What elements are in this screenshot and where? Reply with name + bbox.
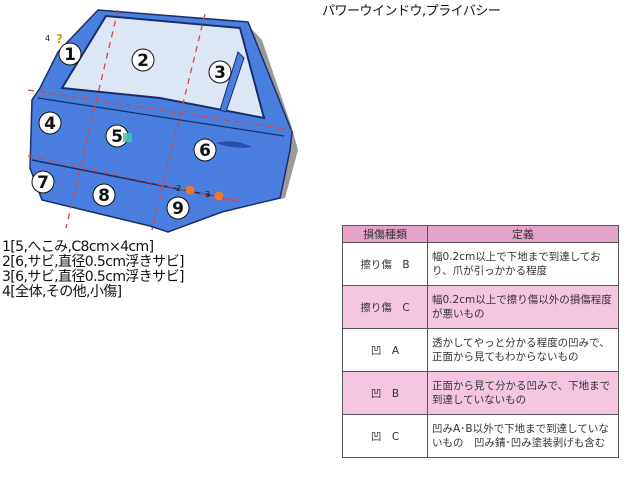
note-item: 3[6,サビ,直径0.5cm浮きサビ] bbox=[2, 269, 184, 285]
damage-marker-orange bbox=[185, 185, 195, 195]
damage-marker-green bbox=[123, 133, 132, 142]
area-8: 8 bbox=[92, 183, 116, 207]
window-pillar bbox=[219, 51, 245, 113]
damage-marker-orange bbox=[214, 191, 224, 201]
svg-text:2: 2 bbox=[137, 51, 149, 71]
area-labels: 1 2 3 4 5 6 7 8 9 bbox=[31, 42, 232, 220]
page-title: パワーウインドウ,プライバシー bbox=[322, 4, 501, 19]
note-item: 1[5,へこみ,C8cm×4cm] bbox=[2, 239, 154, 255]
table-row: 凹 B 正面から見て分かる凹みで、下地まで到達していないもの bbox=[342, 371, 619, 415]
window-glass bbox=[60, 14, 266, 120]
table-row: 擦り傷 C 幅0.2cm以上で擦り傷以外の損傷程度が悪いもの bbox=[342, 285, 619, 329]
header-type: 損傷種類 bbox=[342, 225, 428, 243]
marker-3-label: 3 bbox=[205, 190, 210, 199]
table-row: 擦り傷 B 幅0.2cm以上で下地まで到達しており、爪が引っかかる程度 bbox=[342, 242, 619, 286]
table-header: 損傷種類 定義 bbox=[342, 225, 619, 243]
svg-text:1: 1 bbox=[64, 45, 76, 65]
area-4: 4 bbox=[38, 111, 62, 135]
table-row: 凹 C 凹みA･B以外で下地まで到達していないもの 凹み錆･凹み塗装剥げも含む bbox=[342, 414, 619, 458]
area-9: 9 bbox=[166, 196, 190, 220]
svg-text:5: 5 bbox=[111, 127, 123, 147]
marker-2-label: 2 bbox=[176, 184, 181, 193]
svg-text:8: 8 bbox=[98, 186, 110, 206]
table-row: 凹 A 透かしてやっと分かる程度の凹みで、正面から見てもわからないもの bbox=[342, 328, 619, 372]
svg-text:4: 4 bbox=[44, 114, 56, 134]
question-mark-icon: ? bbox=[56, 32, 63, 46]
area-3: 3 bbox=[208, 60, 232, 84]
area-6: 6 bbox=[193, 138, 217, 162]
header-definition: 定義 bbox=[427, 225, 619, 243]
note-item: 2[6,サビ,直径0.5cm浮きサビ] bbox=[2, 254, 184, 270]
area-1: 1 bbox=[58, 42, 82, 66]
area-7: 7 bbox=[31, 170, 55, 194]
door-diagram: 1 2 3 4 5 6 7 8 9 4 ? 2 3 bbox=[27, 9, 298, 233]
door-handle bbox=[216, 141, 252, 148]
area-2: 2 bbox=[131, 48, 155, 72]
svg-text:7: 7 bbox=[37, 173, 49, 193]
damage-definition-table: 損傷種類 定義 擦り傷 B 幅0.2cm以上で下地まで到達しており、爪が引っかか… bbox=[342, 225, 619, 458]
note-item: 4[全体,その他,小傷] bbox=[2, 284, 122, 300]
marker-4-label: 4 bbox=[45, 34, 50, 43]
svg-text:9: 9 bbox=[172, 199, 184, 219]
damage-notes: 1[5,へこみ,C8cm×4cm] 2[6,サビ,直径0.5cm浮きサビ] 3[… bbox=[2, 240, 184, 300]
svg-text:3: 3 bbox=[214, 63, 226, 83]
svg-text:6: 6 bbox=[199, 141, 211, 161]
